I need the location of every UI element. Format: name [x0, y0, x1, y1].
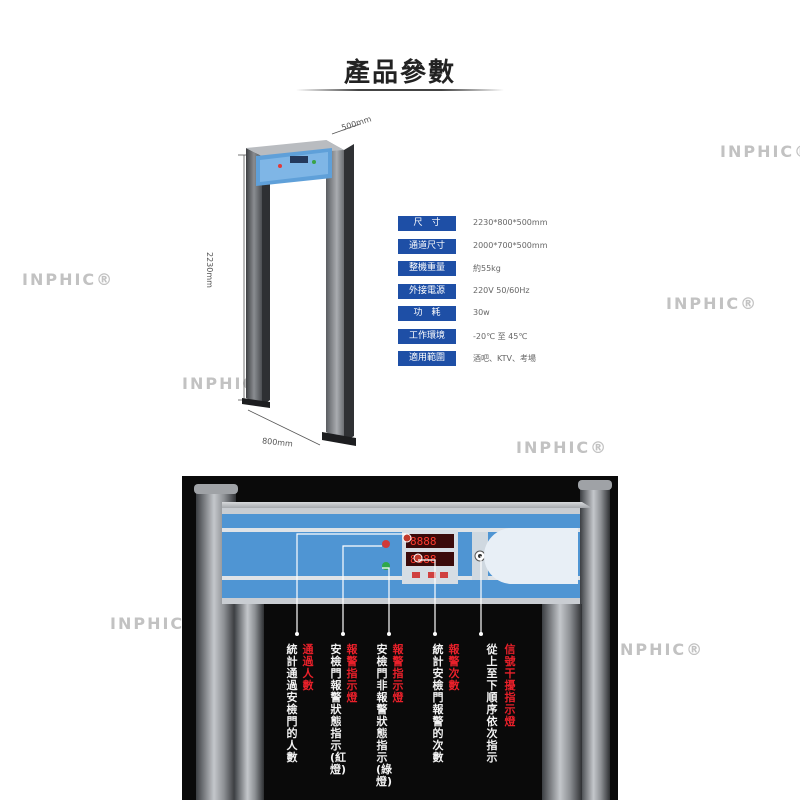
callout-desc: 統計安檢門報警的次數 — [432, 643, 444, 764]
spec-label: 整機重量 — [398, 261, 456, 276]
watermark: INPHIC® — [516, 438, 609, 457]
spec-value: 約55kg — [473, 264, 501, 273]
callout-desc: 從上至下順序依次指示 — [486, 643, 498, 764]
control-panel-illustration: 8888 8888 — [194, 480, 612, 800]
callout-title: 通過人數 — [302, 643, 314, 692]
watermark: INPHIC® — [612, 640, 705, 659]
watermark: INPHIC® — [22, 270, 115, 289]
callout-desc: 統計通過安檢門的人數 — [286, 643, 298, 764]
spec-label: 工作環境 — [398, 328, 456, 344]
callout-desc: 安檢門非報警狀態指示(綠燈) — [376, 643, 393, 788]
spec-value: 酒吧、KTV、考場 — [473, 354, 536, 363]
spec-value: 2230*800*500mm — [473, 218, 548, 227]
title-underline — [296, 89, 504, 91]
spec-value: 2000*700*500mm — [473, 240, 548, 250]
height-label: 2230mm — [205, 252, 214, 288]
svg-text:8888: 8888 — [410, 535, 437, 548]
spec-label: 適用範圍 — [398, 351, 456, 366]
spec-label: 尺 寸 — [398, 216, 456, 231]
watermark: INPHIC® — [110, 614, 203, 633]
spec-label: 功 耗 — [398, 306, 456, 321]
spec-label: 通道尺寸 — [398, 238, 456, 254]
control-panel-photo: 8888 8888 通過人數 統計通過安檢門的人數 — [182, 476, 618, 800]
spec-value: -20℃ 至 45℃ — [473, 331, 528, 341]
callout-desc: 安檢門報警狀態指示(紅燈) — [330, 643, 347, 776]
callout-title: 信號干擾指示燈 — [504, 643, 516, 728]
callout-title: 報警指示燈 — [346, 643, 358, 704]
gate-illustration — [238, 123, 361, 446]
watermark: INPHIC® — [720, 142, 800, 161]
spec-label: 外接電源 — [398, 283, 456, 299]
callout-title: 報警指示燈 — [392, 643, 404, 704]
watermark: INPHIC® — [666, 294, 759, 313]
page-title: 產品參數 — [343, 58, 456, 88]
spec-value: 220V 50/60Hz — [473, 285, 530, 295]
spec-value: 30w — [473, 308, 490, 317]
callout-title: 報警次數 — [448, 643, 460, 692]
